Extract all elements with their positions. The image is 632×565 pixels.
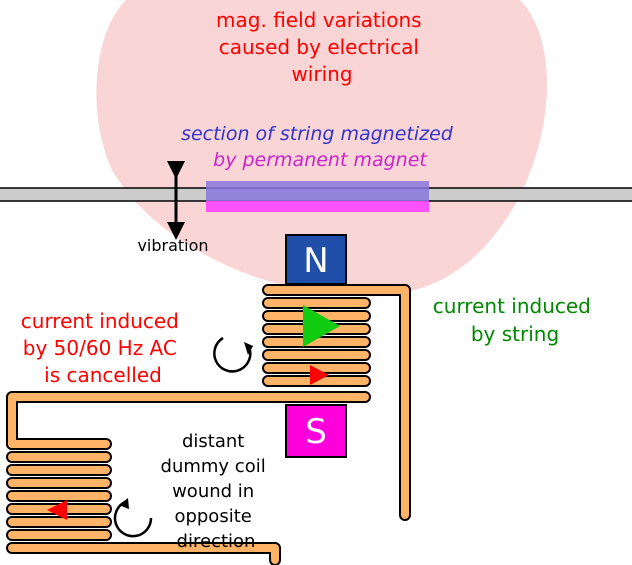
- magnet-south: [285, 404, 347, 458]
- dummy-coil-line-5: direction: [177, 531, 256, 552]
- coil-wiring: [6, 284, 411, 565]
- field-variations-line-3: wiring: [291, 62, 352, 86]
- magnetized-line-2: by permanent magnet: [213, 149, 428, 171]
- field-variations-line-1: mag. field variations: [216, 8, 422, 32]
- field-region: [96, 0, 547, 297]
- induced-by-string-label: current induced by string: [433, 294, 597, 346]
- ac-cancelled-label: current induced by 50/60 Hz AC is cancel…: [21, 309, 185, 387]
- magnet-south-label: S: [305, 412, 327, 452]
- magnet-north-label: N: [303, 241, 328, 281]
- dummy-coil-line-4: opposite: [174, 506, 251, 527]
- arrow-red-main: [310, 365, 329, 385]
- vibration-label: vibration: [137, 236, 208, 255]
- magnetized-band-top: [206, 181, 429, 201]
- arrow-red-dummy: [47, 500, 67, 520]
- dummy-coil-line-2: dummy coil: [161, 456, 266, 477]
- dummy-coil-label: distant dummy coil wound in opposite dir…: [161, 431, 272, 552]
- clockwise-arrow-icon: [213, 336, 253, 373]
- magnetized-line-1: section of string magnetized: [181, 123, 454, 145]
- counterclockwise-arrow-icon: [113, 498, 153, 538]
- ac-cancelled-line-3: is cancelled: [44, 363, 162, 387]
- magnetized-section-label: section of string magnetized by permanen…: [181, 123, 459, 171]
- dummy-coil-line-3: wound in: [172, 481, 254, 502]
- field-variations-line-2: caused by electrical: [219, 35, 419, 59]
- ac-cancelled-line-2: by 50/60 Hz AC: [23, 336, 177, 360]
- ac-cancelled-line-1: current induced: [21, 309, 179, 333]
- magnetized-band-bottom: [206, 201, 429, 212]
- arrow-green: [303, 305, 340, 347]
- induced-by-string-line-1: current induced: [433, 294, 591, 318]
- field-variations-label: mag. field variations caused by electric…: [216, 8, 428, 86]
- induced-by-string-line-2: by string: [471, 322, 559, 346]
- dummy-coil-line-1: distant: [182, 431, 244, 452]
